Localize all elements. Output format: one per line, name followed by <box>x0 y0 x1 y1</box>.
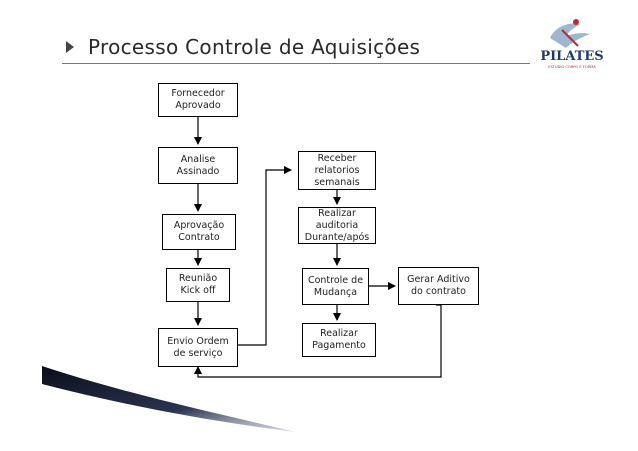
slide-title: Processo Controle de Aquisições <box>88 35 421 59</box>
node-receber-relatorios: Receber relatorios semanais <box>298 151 376 190</box>
pilates-logo: PILATES ESTÚDIO CORPO E FORMA <box>540 19 604 69</box>
node-fornecedor-aprovado: Fornecedor Aprovado <box>158 83 238 117</box>
edge-aditivo-envio <box>194 304 442 378</box>
node-aprovacao-contrato: Aprovação Contrato <box>162 214 236 250</box>
node-reuniao-kick-off: Reunião Kick off <box>166 268 230 302</box>
slide-title-row: Processo Controle de Aquisições <box>66 30 420 64</box>
node-realizar-auditoria: Realizar auditoria Durante/após <box>298 207 376 244</box>
node-envio-ordem: Envio Ordem de serviço <box>158 328 238 367</box>
logo-brand-text: PILATES <box>540 49 603 64</box>
logo-tagline: ESTÚDIO CORPO E FORMA <box>548 64 596 69</box>
node-gerar-aditivo: Gerar Aditivo do contrato <box>398 267 479 305</box>
node-controle-mudanca: Controle de Mudança <box>302 268 369 305</box>
edge-envio-receber <box>238 166 292 346</box>
node-realizar-pagamento: Realizar Pagamento <box>302 323 376 357</box>
node-analise-assinado: Analise Assinado <box>158 147 238 184</box>
title-divider <box>62 63 530 64</box>
dancer-figure-icon <box>550 23 590 48</box>
bullet-triangle-icon <box>66 41 74 53</box>
